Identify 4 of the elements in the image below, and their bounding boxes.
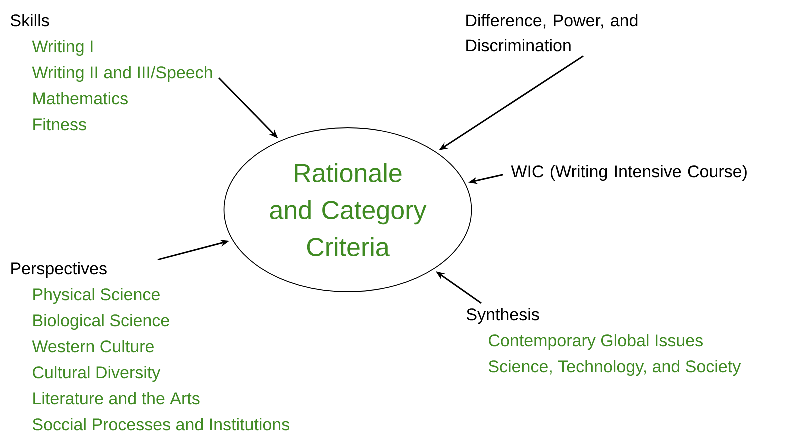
- category-list: Synthesis Contemporary Global Issues Science, Technology, and Society: [466, 308, 742, 376]
- category-heading: Difference, Power, and Discrimination: [466, 14, 638, 52]
- category-heading: WIC (Writing Intensive Course): [511, 165, 747, 182]
- category-list: Skills Writing I Writing II and III/Speech Mathematics Fitness: [10, 14, 212, 131]
